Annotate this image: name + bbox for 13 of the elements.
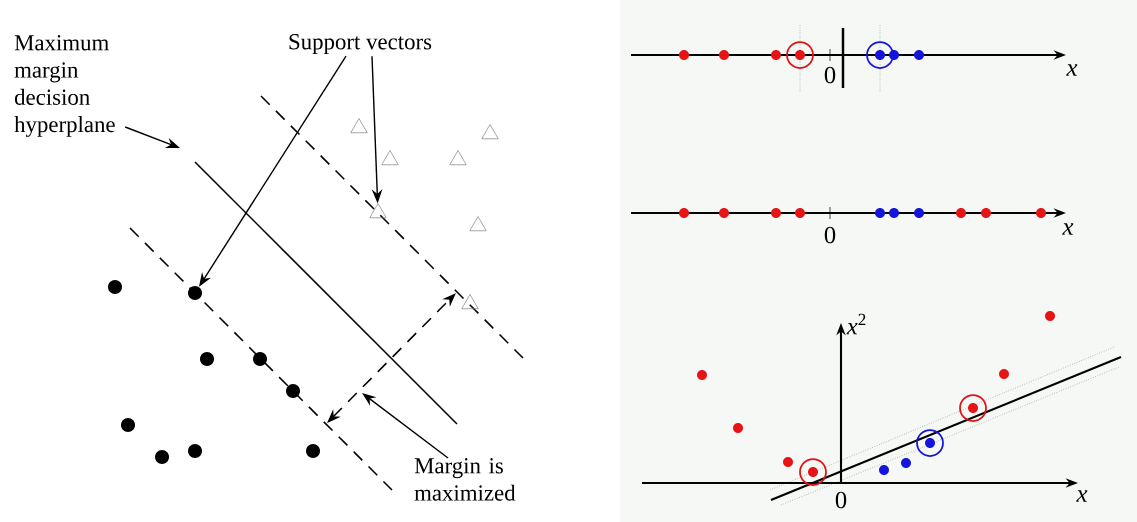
axis-label: x bbox=[1062, 223, 1074, 235]
support-vector-dot bbox=[188, 286, 202, 300]
axis-label: x$^{2}$ bbox=[846, 313, 866, 335]
support-vector-triangle bbox=[369, 203, 387, 219]
axis-label: 0 bbox=[835, 491, 847, 509]
axis-label: 0 bbox=[824, 226, 836, 244]
axis-label: 0 bbox=[824, 66, 836, 84]
annotation-text: Support vectors bbox=[289, 34, 432, 55]
annotation-text: Maximum margin decision hyperplane bbox=[14, 35, 115, 137]
axis-label: x bbox=[1066, 64, 1078, 76]
annotation-text: Margin is maximized bbox=[414, 458, 516, 501]
leader-arrow bbox=[362, 393, 449, 459]
axis-label: x bbox=[1076, 490, 1088, 502]
